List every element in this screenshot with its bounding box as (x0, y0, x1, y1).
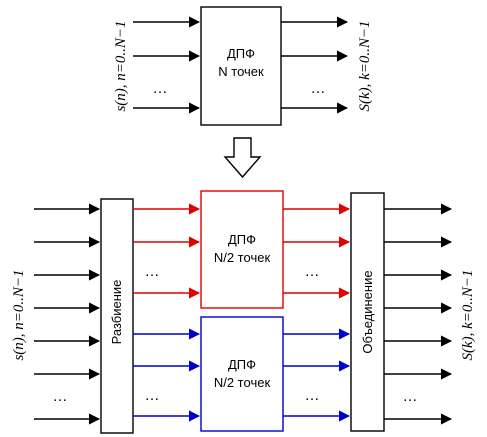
top-output-label: S(k), k=0..N−1 (357, 20, 373, 111)
red-output-arrows (283, 203, 351, 299)
upper-dft-subtitle: N/2 точек (214, 250, 271, 265)
split-label: Разбиение (109, 280, 124, 345)
bottom-section: … Разбиение … ДПФ N/2 точек … … ДПФ N/2 … (11, 190, 476, 434)
bottom-input-arrows (34, 203, 101, 425)
lower-dft-subtitle: N/2 точек (214, 375, 271, 390)
blue-output-arrows (283, 328, 351, 422)
red-output-ellipsis: … (305, 263, 320, 280)
top-dft-block (200, 6, 282, 126)
bottom-output-label: S(k), k=0..N−1 (460, 269, 476, 360)
upper-dft-block (200, 190, 284, 309)
bottom-input-ellipsis: … (53, 388, 68, 405)
top-section: … ДПФ N точек … s(n), n=0..N−1 S(k), k=0… (113, 6, 373, 126)
top-output-arrows (281, 16, 349, 114)
upper-dft-title: ДПФ (228, 232, 256, 247)
top-input-ellipsis: … (153, 80, 168, 97)
merge-block (350, 192, 385, 432)
lower-dft-title: ДПФ (228, 357, 256, 372)
split-block (100, 198, 134, 434)
bottom-output-ellipsis: … (403, 388, 418, 405)
bottom-output-arrows (384, 203, 453, 425)
top-input-label: s(n), n=0..N−1 (113, 20, 129, 111)
red-input-ellipsis: … (145, 263, 160, 280)
blue-output-ellipsis: … (305, 387, 320, 404)
top-input-arrows (133, 16, 201, 114)
hollow-down-arrow-icon (223, 137, 262, 179)
red-input-arrows (133, 203, 201, 299)
top-output-ellipsis: … (311, 80, 326, 97)
top-dft-title: ДПФ (227, 46, 255, 61)
blue-input-arrows (133, 328, 201, 422)
blue-input-ellipsis: … (145, 387, 160, 404)
top-dft-subtitle: N точек (218, 64, 264, 79)
bottom-input-label: s(n), n=0..N−1 (11, 269, 27, 360)
lower-dft-block (200, 316, 284, 432)
merge-label: Объединение (360, 270, 375, 353)
